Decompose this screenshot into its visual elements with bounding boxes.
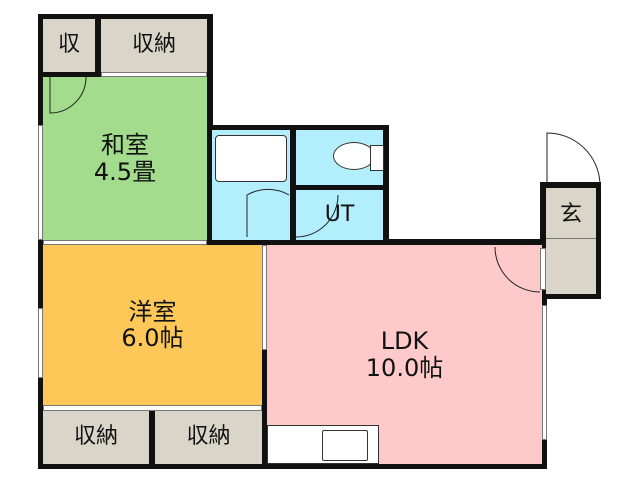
room-label: 収納 [131, 32, 176, 58]
entrance: 玄 [546, 188, 596, 294]
bathtub [215, 135, 287, 182]
ut-room: UT [296, 190, 383, 240]
room-label: 収納 [73, 424, 118, 450]
toilet-tank [370, 145, 384, 171]
room-size: 4.5畳 [93, 157, 157, 186]
window-youshitsu-west [38, 308, 43, 378]
storage-small: 収 [43, 19, 95, 72]
room-label: LDK [380, 327, 429, 356]
storage-bottom-right: 収納 [155, 411, 262, 464]
window-ldk-entrance [540, 248, 546, 290]
door-washitsu [49, 76, 87, 114]
room-label: 洋室 [128, 297, 177, 326]
storage-top: 収納 [101, 19, 207, 72]
youshitsu-room: 洋室 6.0帖 [43, 245, 262, 405]
sliding-door-washitsu-south [43, 240, 207, 245]
washitsu-room: 和室 4.5畳 [43, 77, 207, 240]
room-label: 玄 [559, 201, 582, 227]
room-size: 10.0帖 [365, 353, 444, 382]
window-washitsu-west [38, 125, 43, 240]
door-ldk [494, 246, 541, 293]
storage-bottom-left: 収納 [43, 411, 149, 464]
sliding-door-storage-top [101, 72, 207, 77]
toilet-icon [333, 142, 375, 170]
room-label: 収 [57, 32, 80, 58]
room-label: 収納 [186, 424, 231, 450]
sink-icon [322, 430, 368, 461]
room-label: UT [324, 201, 355, 227]
sliding-door-youshitsu-ldk [262, 245, 267, 350]
door-ut [295, 194, 339, 238]
entrance-step-line [546, 238, 596, 239]
sliding-door-storage-bottom [43, 405, 262, 411]
room-label: 和室 [101, 131, 149, 160]
window-ldk-east [542, 305, 547, 440]
door-entrance [546, 132, 601, 184]
door-bath [246, 188, 290, 237]
room-size: 6.0帖 [121, 324, 184, 352]
